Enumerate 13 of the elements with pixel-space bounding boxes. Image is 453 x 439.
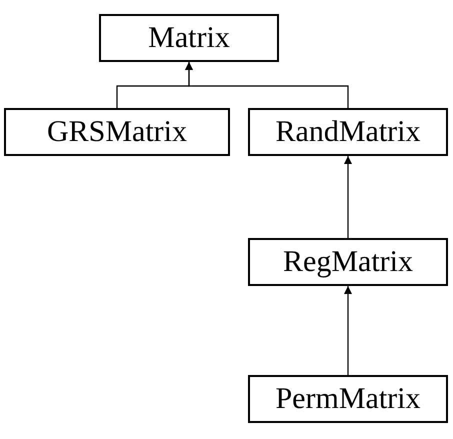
class-name: RegMatrix <box>283 247 413 277</box>
class-box <box>248 108 448 156</box>
inheritance-arrow <box>185 62 349 108</box>
class-box <box>248 238 448 286</box>
class-name: RandMatrix <box>276 117 420 147</box>
class-name: Matrix <box>148 23 230 53</box>
class-box <box>99 14 279 62</box>
class-name: PermMatrix <box>276 384 420 414</box>
inheritance-arrow <box>344 286 352 375</box>
class-box <box>4 108 230 156</box>
class-name: GRSMatrix <box>46 117 187 147</box>
inheritance-arrow <box>344 156 352 238</box>
class-box <box>248 375 448 423</box>
